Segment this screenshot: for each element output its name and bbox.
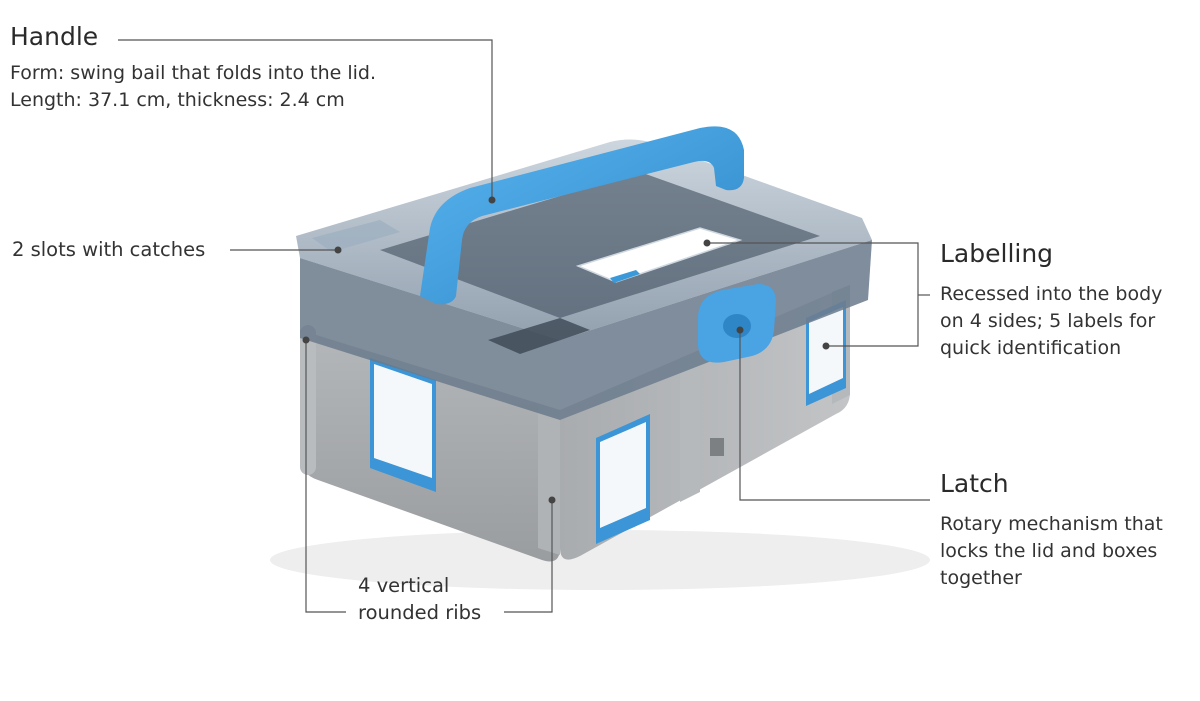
ribs-label: 4 vertical rounded ribs [358,572,481,626]
rib [538,405,560,555]
catch-slot [488,318,590,354]
labelling-description: Recessed into the body on 4 sides; 5 lab… [940,281,1162,362]
leader-dot-labelling [703,239,711,247]
ribs-label-line: 4 vertical [358,574,450,597]
latch-knob [723,314,751,338]
leader-line-ribs-right [504,500,553,613]
rib [300,325,316,475]
label-card [600,422,646,528]
latch-desc-line: Rotary mechanism that [940,513,1163,535]
leader-dot-labelling-side [822,342,830,350]
label-card [809,307,843,394]
leader-dot-latch [736,326,744,334]
labelling-title: Labelling [940,239,1054,268]
leader-lines [118,39,930,613]
handle [420,126,744,305]
latch-desc-line: locks the lid and boxes [940,540,1158,562]
leader-dot-slots [334,246,342,254]
clip [710,438,724,456]
leader-dot-rib-left [302,336,310,344]
leader-dots [302,196,830,504]
handle-desc-line: Form: swing bail that folds into the lid… [10,62,376,84]
latch-description: Rotary mechanism that locks the lid and … [940,511,1163,592]
leader-dot-rib-right [548,496,556,504]
leader-line-latch [739,330,930,501]
lid-front-rim [300,258,560,420]
handle-desc-line: Length: 37.1 cm, thickness: 2.4 cm [10,89,345,111]
labelling-desc-line: quick identification [940,337,1122,359]
handle-description: Form: swing bail that folds into the lid… [10,60,376,114]
catch-slot [312,220,400,252]
leader-dot-handle [488,196,496,204]
lid-label [575,227,743,283]
labelling-desc-line: on 4 sides; 5 labels for [940,310,1156,332]
label-card [374,364,432,478]
slots-label: 2 slots with catches [12,238,206,261]
rib [680,350,700,502]
leader-line-handle [118,39,493,200]
handle-title: Handle [10,22,99,51]
latch-title: Latch [940,469,1009,498]
ribs-label-line: rounded ribs [358,601,482,624]
ground-shadow [270,530,930,590]
latch-desc-line: together [940,567,1022,589]
leader-line-ribs-left [305,340,346,613]
labelling-desc-line: Recessed into the body [940,283,1163,305]
lid-inner-tray [380,172,820,318]
lid-label-stripe [610,270,640,283]
